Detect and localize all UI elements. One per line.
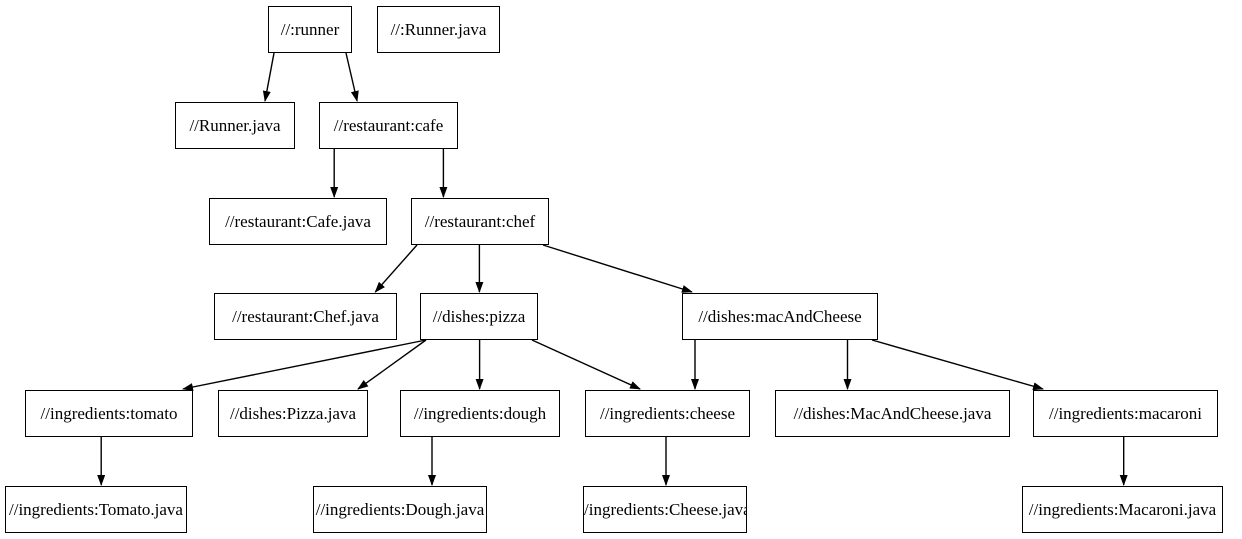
graph-node-runner_src: //:Runner.java <box>377 6 500 53</box>
graph-edge-pizza-to-tomato <box>182 339 427 391</box>
graph-edge-pizza-to-pizza_java <box>357 339 427 390</box>
graph-node-tomato_java: //ingredients:Tomato.java <box>5 486 187 533</box>
graph-edge-mac-to-macaroni <box>871 339 1044 391</box>
graph-edge-runner-to-runner_java <box>262 52 275 102</box>
graph-node-cafe_java: //restaurant:Cafe.java <box>209 198 387 245</box>
graph-node-runner_java: //Runner.java <box>175 102 295 149</box>
graph-node-chef: //restaurant:chef <box>411 198 549 245</box>
graph-node-tomato: //ingredients:tomato <box>25 390 193 437</box>
graph-edge-pizza-to-cheese <box>531 339 641 390</box>
graph-node-mac: //dishes:macAndCheese <box>682 293 878 340</box>
graph-node-pizza: //dishes:pizza <box>420 293 538 340</box>
graph-node-chef_java: //restaurant:Chef.java <box>214 293 397 340</box>
graph-node-cafe: //restaurant:cafe <box>319 102 458 149</box>
graph-edge-chef-to-mac <box>542 244 693 293</box>
graph-edge-runner-to-cafe <box>345 52 359 102</box>
graph-edge-chef-to-chef_java <box>374 244 418 293</box>
graph-node-cheese: //ingredients:cheese <box>585 390 750 437</box>
graph-node-pizza_java: //dishes:Pizza.java <box>218 390 368 437</box>
graph-node-dough: //ingredients:dough <box>400 390 560 437</box>
graph-node-cheese_java: //ingredients:Cheese.java <box>583 486 747 533</box>
graph-node-mac_java: //dishes:MacAndCheese.java <box>775 390 1010 437</box>
graph-node-macaroni_java: //ingredients:Macaroni.java <box>1022 486 1223 533</box>
graph-node-dough_java: //ingredients:Dough.java <box>313 486 487 533</box>
graph-node-macaroni: //ingredients:macaroni <box>1033 390 1218 437</box>
graph-node-runner: //:runner <box>268 6 352 53</box>
